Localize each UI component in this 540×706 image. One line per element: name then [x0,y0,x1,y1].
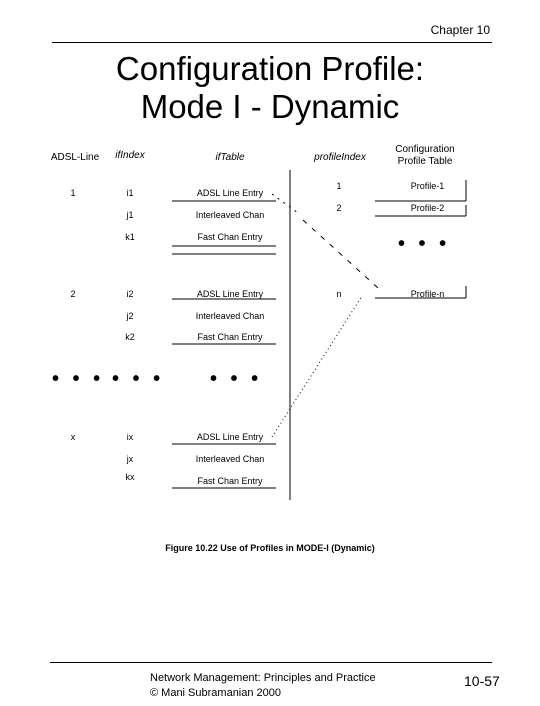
header-adsl-line: ADSL-Line [50,152,100,163]
profile-2: Profile-2 [410,203,445,213]
iftable-entry-adsl-2: ADSL Line Entry [196,289,264,299]
profile-index-n: n [336,289,342,299]
adsl-line-2: 2 [70,289,76,299]
ellipsis-ifindex: • • • [112,368,165,390]
iftable-entry-adsl-x: ADSL Line Entry [196,432,264,442]
iftable-entry-interleaved-1: Interleaved Chan [195,210,265,220]
ifindex-i1: i1 [126,188,134,198]
footer-copyright: © Mani Subramanian 2000 [150,687,282,699]
ifindex-kx: kx [125,472,135,482]
figure-caption: Figure 10.22 Use of Profiles in MODE-I (… [165,543,375,553]
profile-1: Profile-1 [410,181,445,191]
footer-book-title: Network Management: Principles and Pract… [150,672,376,684]
adsl-line-1: 1 [70,188,76,198]
iftable-entry-fast-1: Fast Chan Entry [197,232,263,242]
ellipsis-profiles: • • • [398,233,451,255]
link-profile2-profilen [302,219,379,289]
header-iftable: ifTable [215,152,245,163]
iftable-entry-adsl-1: ADSL Line Entry [196,188,264,198]
iftable-entry-interleaved-x: Interleaved Chan [195,454,265,464]
ifindex-ix: ix [126,432,134,442]
ifindex-k1: k1 [125,232,135,242]
ifindex-j1: j1 [126,210,134,220]
ifindex-j2: j2 [126,311,134,321]
page-title-line1: Configuration Profile: [115,50,425,87]
ifindex-k2: k2 [125,332,135,342]
link-line1-profile2 [271,193,299,214]
iftable-entry-fast-2: Fast Chan Entry [197,332,263,342]
ellipsis-adsl-lines: • • • [52,368,105,390]
ellipsis-iftable: • • • [210,368,263,390]
chapter-label: Chapter 10 [430,23,490,37]
ifindex-i2: i2 [126,289,134,299]
profile-index-2: 2 [336,203,342,213]
header-rule [52,42,492,43]
header-profileindex: profileIndex [314,152,366,163]
header-config-table-line1: Configuration [395,144,455,155]
adsl-line-x: x [70,432,76,442]
link-linex-profilen [271,295,363,438]
page-title-line2: Mode I - Dynamic [140,88,400,125]
header-config-table-line2: Profile Table [397,156,453,167]
iftable-entry-fast-x: Fast Chan Entry [197,476,263,486]
ifindex-jx: jx [126,454,134,464]
profile-index-1: 1 [336,181,342,191]
page-number: 10-57 [464,673,500,689]
iftable-entry-interleaved-2: Interleaved Chan [195,311,265,321]
footer-rule [50,662,492,663]
profile-n: Profile-n [410,289,445,299]
header-ifindex: ifIndex [115,150,145,161]
